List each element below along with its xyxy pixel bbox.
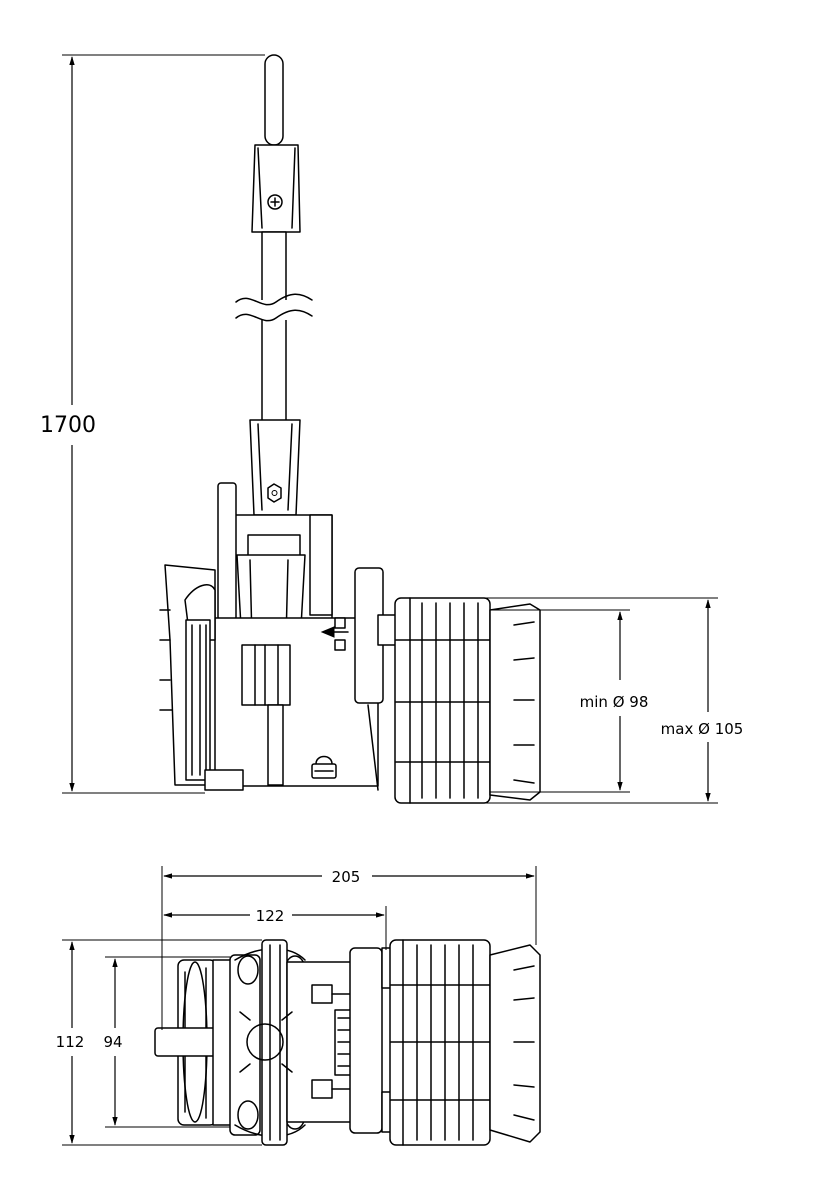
- valve-body: [159, 482, 397, 791]
- dimension-overall-length: [161, 866, 537, 1030]
- inner-height-label: 94: [103, 1033, 122, 1051]
- overall-length-label: 205: [332, 868, 361, 886]
- bellows-top: [394, 597, 541, 804]
- dimension-body-length: [163, 906, 387, 950]
- padlock-icon: [311, 755, 337, 779]
- side-view-body: [154, 939, 393, 1146]
- total-height-label: 1700: [40, 413, 96, 438]
- dimension-inner-height: [105, 956, 230, 1128]
- bellows-side: [389, 939, 541, 1146]
- outer-height-label: 112: [56, 1033, 85, 1051]
- flow-arrow-icon: [320, 626, 349, 638]
- dimension-max-diameter: [400, 597, 718, 804]
- dimension-outer-height: [62, 939, 262, 1146]
- dimension-min-diameter: [490, 609, 630, 793]
- dimension-total-height: [62, 54, 265, 794]
- handle-rod: [235, 54, 313, 423]
- min-diameter-label: min Ø 98: [580, 693, 649, 711]
- max-diameter-label: max Ø 105: [661, 720, 744, 738]
- screw-head-icon: [267, 194, 283, 210]
- body-length-label: 122: [256, 907, 285, 925]
- hex-nut-icon: [267, 483, 282, 503]
